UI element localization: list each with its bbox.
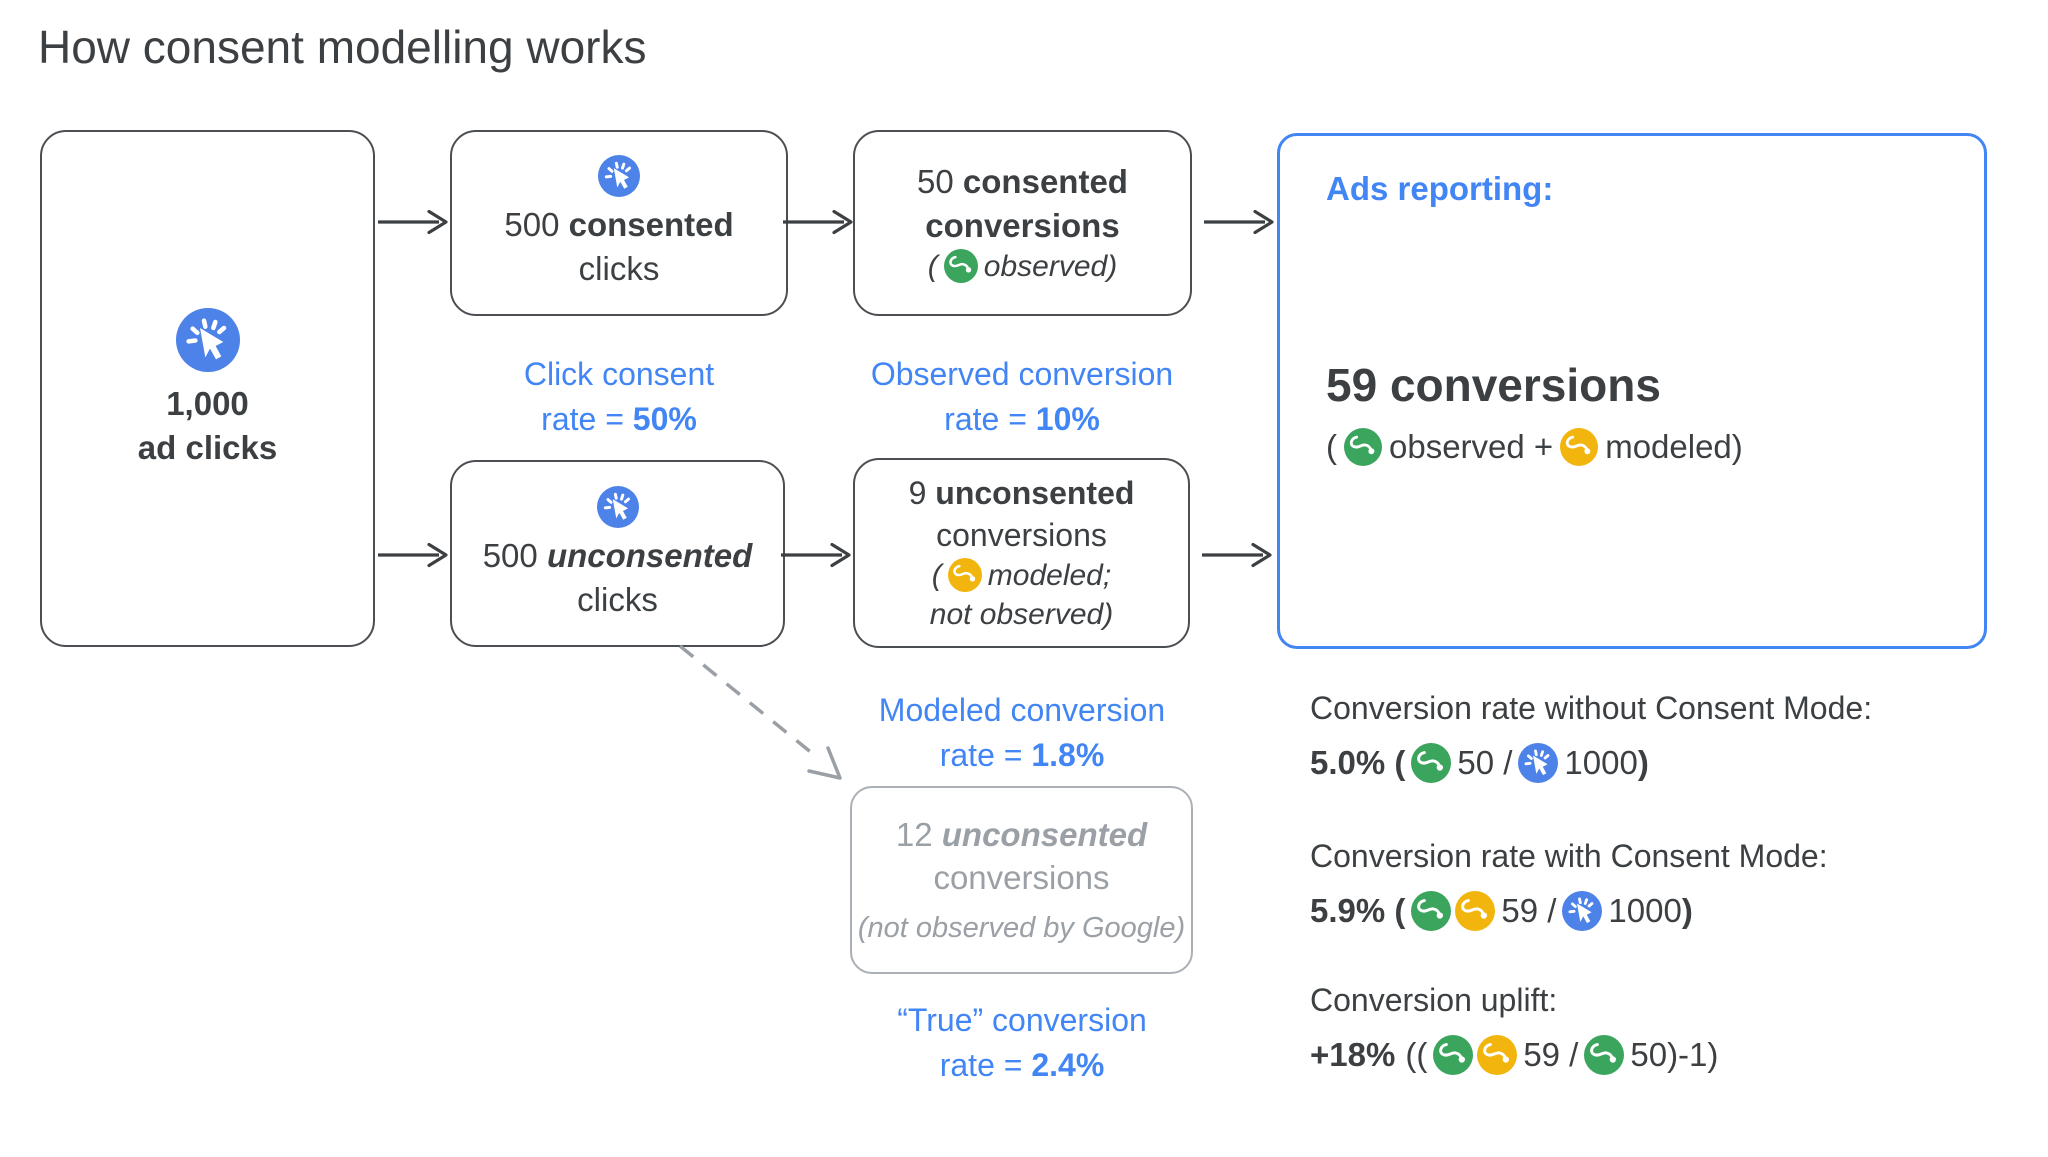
conversion-modeled-icon: [1455, 891, 1495, 931]
ad-click-icon: [597, 486, 639, 528]
consented-conversions-label: conversions: [925, 206, 1120, 244]
ad-click-icon: [1562, 891, 1602, 931]
true-conversion-rate: “True” conversion rate = 2.4%: [897, 1002, 1147, 1084]
conversion-modeled-icon: [1477, 1035, 1517, 1075]
conversion-observed-icon: [1411, 891, 1451, 931]
observed-note: (observed): [927, 249, 1118, 284]
stat-with-consent-mode: Conversion rate with Consent Mode: 5.9% …: [1310, 838, 1828, 937]
ad-clicks-label: ad clicks: [137, 428, 278, 466]
ad-click-icon: [176, 308, 240, 372]
arrow-right: [781, 542, 851, 568]
lost-conversions-box: 12 unconsented conversions (not observed…: [850, 786, 1193, 974]
page-title: How consent modelling works: [38, 21, 647, 73]
ad-clicks-count: 1,000: [166, 384, 249, 422]
consented-conversions-box: 50 consented conversions (observed): [853, 130, 1192, 316]
consented-conversions-line: 50 consented: [917, 162, 1128, 200]
unconsented-clicks-box: 500 unconsented clicks: [450, 460, 785, 647]
unconsented-clicks-line: 500 unconsented: [482, 536, 753, 574]
ads-reporting-heading: Ads reporting:: [1326, 170, 1554, 207]
unconsented-conversions-box: 9 unconsented conversions (modeled; not …: [853, 458, 1190, 648]
stat-without-consent-mode: Conversion rate without Consent Mode: 5.…: [1310, 690, 1872, 789]
lost-conversions-label: conversions: [933, 859, 1110, 897]
ads-reporting-breakdown: (observed +modeled): [1326, 428, 1743, 466]
arrow-right: [1202, 542, 1272, 568]
conversion-observed-icon: [944, 249, 978, 283]
unconsented-conversions-line: 9 unconsented: [908, 474, 1135, 511]
consented-clicks-label: clicks: [578, 250, 660, 287]
stat-conversion-uplift: Conversion uplift: +18%((59 /50)-1): [1310, 982, 1718, 1081]
consented-clicks-line: 500 consented: [504, 206, 734, 244]
modeled-note-line2: not observed): [929, 598, 1114, 632]
arrow-right: [783, 209, 853, 235]
conversion-observed-icon: [1584, 1035, 1624, 1075]
unconsented-conversions-label: conversions: [936, 517, 1107, 553]
arrow-right: [1204, 209, 1274, 235]
dashed-arrow-down-right: [678, 644, 842, 780]
conversion-observed-icon: [1411, 743, 1451, 783]
arrow-right: [378, 209, 448, 235]
not-observed-note: (not observed by Google): [857, 911, 1186, 944]
ad-clicks-box: 1,000 ad clicks: [40, 130, 375, 647]
conversion-modeled-icon: [948, 558, 982, 592]
ads-reporting-box: Ads reporting: 59 conversions (observed …: [1277, 133, 1987, 649]
observed-conversion-rate: Observed conversion rate = 10%: [870, 356, 1174, 438]
modeled-note: (modeled;: [931, 558, 1112, 593]
unconsented-clicks-label: clicks: [577, 580, 658, 618]
arrow-right: [378, 542, 448, 568]
consented-clicks-box: 500 consented clicks: [450, 130, 788, 316]
modeled-conversion-rate: Modeled conversion rate = 1.8%: [878, 692, 1166, 774]
conversion-modeled-icon: [1560, 428, 1598, 466]
conversion-observed-icon: [1344, 428, 1382, 466]
ad-click-icon: [598, 155, 640, 197]
ad-click-icon: [1518, 743, 1558, 783]
lost-conversions-line: 12 unconsented: [895, 815, 1148, 853]
click-consent-rate: Click consent rate = 50%: [523, 356, 715, 438]
ads-reporting-total: 59 conversions: [1326, 359, 1661, 411]
conversion-observed-icon: [1433, 1035, 1473, 1075]
